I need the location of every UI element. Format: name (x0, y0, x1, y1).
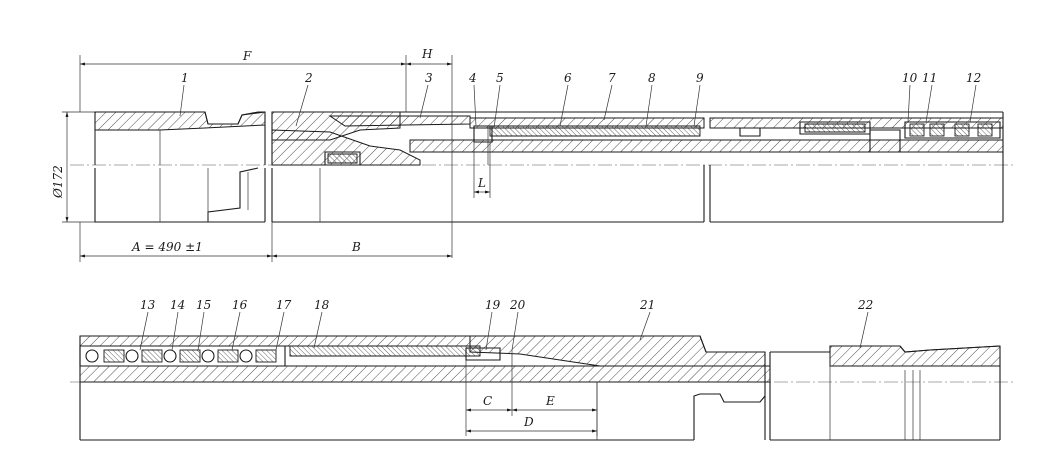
upper-assembly-view (70, 111, 1015, 223)
part-label-1: 1 (181, 71, 189, 85)
part-label-19: 19 (485, 298, 501, 312)
mandrel-tube-section (409, 139, 1004, 153)
dim-H-label: H (421, 47, 433, 61)
part-label-9: 9 (696, 71, 704, 85)
housing-section (469, 117, 705, 129)
part-label-22: 22 (857, 298, 873, 312)
part-22-section (829, 345, 1001, 367)
dim-diameter-label: Ø172 (51, 165, 65, 199)
lower-dimensions: C E D (465, 360, 598, 436)
part-label-7: 7 (608, 71, 616, 85)
part-label-4: 4 (468, 71, 477, 85)
part-4-ring (473, 125, 493, 143)
seal-rings (85, 349, 277, 363)
part-21-section (469, 335, 766, 367)
part-label-6: 6 (564, 71, 572, 85)
part-label-13: 13 (140, 298, 156, 312)
part-2-inner (271, 129, 421, 166)
lower-assembly-view (70, 335, 1015, 441)
part-label-10: 10 (902, 71, 918, 85)
part-label-17: 17 (276, 298, 292, 312)
seal-stack-cavity (79, 345, 286, 367)
left-sub-outline-lower (94, 167, 259, 223)
part-label-12: 12 (966, 71, 981, 85)
lower-mandrel-section (79, 365, 771, 383)
upper-part-labels: 1 2 3 4 5 6 7 8 9 10 11 12 (179, 71, 981, 129)
dim-D-label: D (523, 415, 534, 429)
dim-C-label: C (483, 394, 492, 408)
part-label-16: 16 (232, 298, 248, 312)
part-label-2: 2 (304, 71, 313, 85)
part-label-14: 14 (170, 298, 185, 312)
part-label-5: 5 (496, 71, 504, 85)
dim-B-label: B (351, 240, 361, 254)
part-label-21: 21 (639, 298, 655, 312)
dim-L-label: L (477, 176, 486, 190)
dim-F-label: F (242, 49, 252, 63)
lower-part-labels: 13 14 15 16 17 18 19 20 21 22 (139, 298, 873, 351)
part-label-20: 20 (509, 298, 526, 312)
part-3-section (328, 115, 471, 127)
packing-stack (489, 125, 701, 137)
part-label-18: 18 (314, 298, 330, 312)
part-12-seat (904, 121, 1001, 139)
part-label-3: 3 (425, 71, 433, 85)
part-19-ring (465, 347, 501, 361)
lower-packing (289, 345, 481, 357)
dim-A-label: A = 490 ±1 (131, 240, 203, 254)
part-label-11: 11 (922, 71, 937, 85)
dim-E-label: E (545, 394, 555, 408)
upper-dimensions: F H Ø172 A = 490 ±1 B L (51, 47, 491, 262)
part-label-15: 15 (196, 298, 211, 312)
part-label-8: 8 (648, 71, 656, 85)
lower-housing-section (79, 335, 471, 347)
part-1-section (94, 111, 266, 131)
